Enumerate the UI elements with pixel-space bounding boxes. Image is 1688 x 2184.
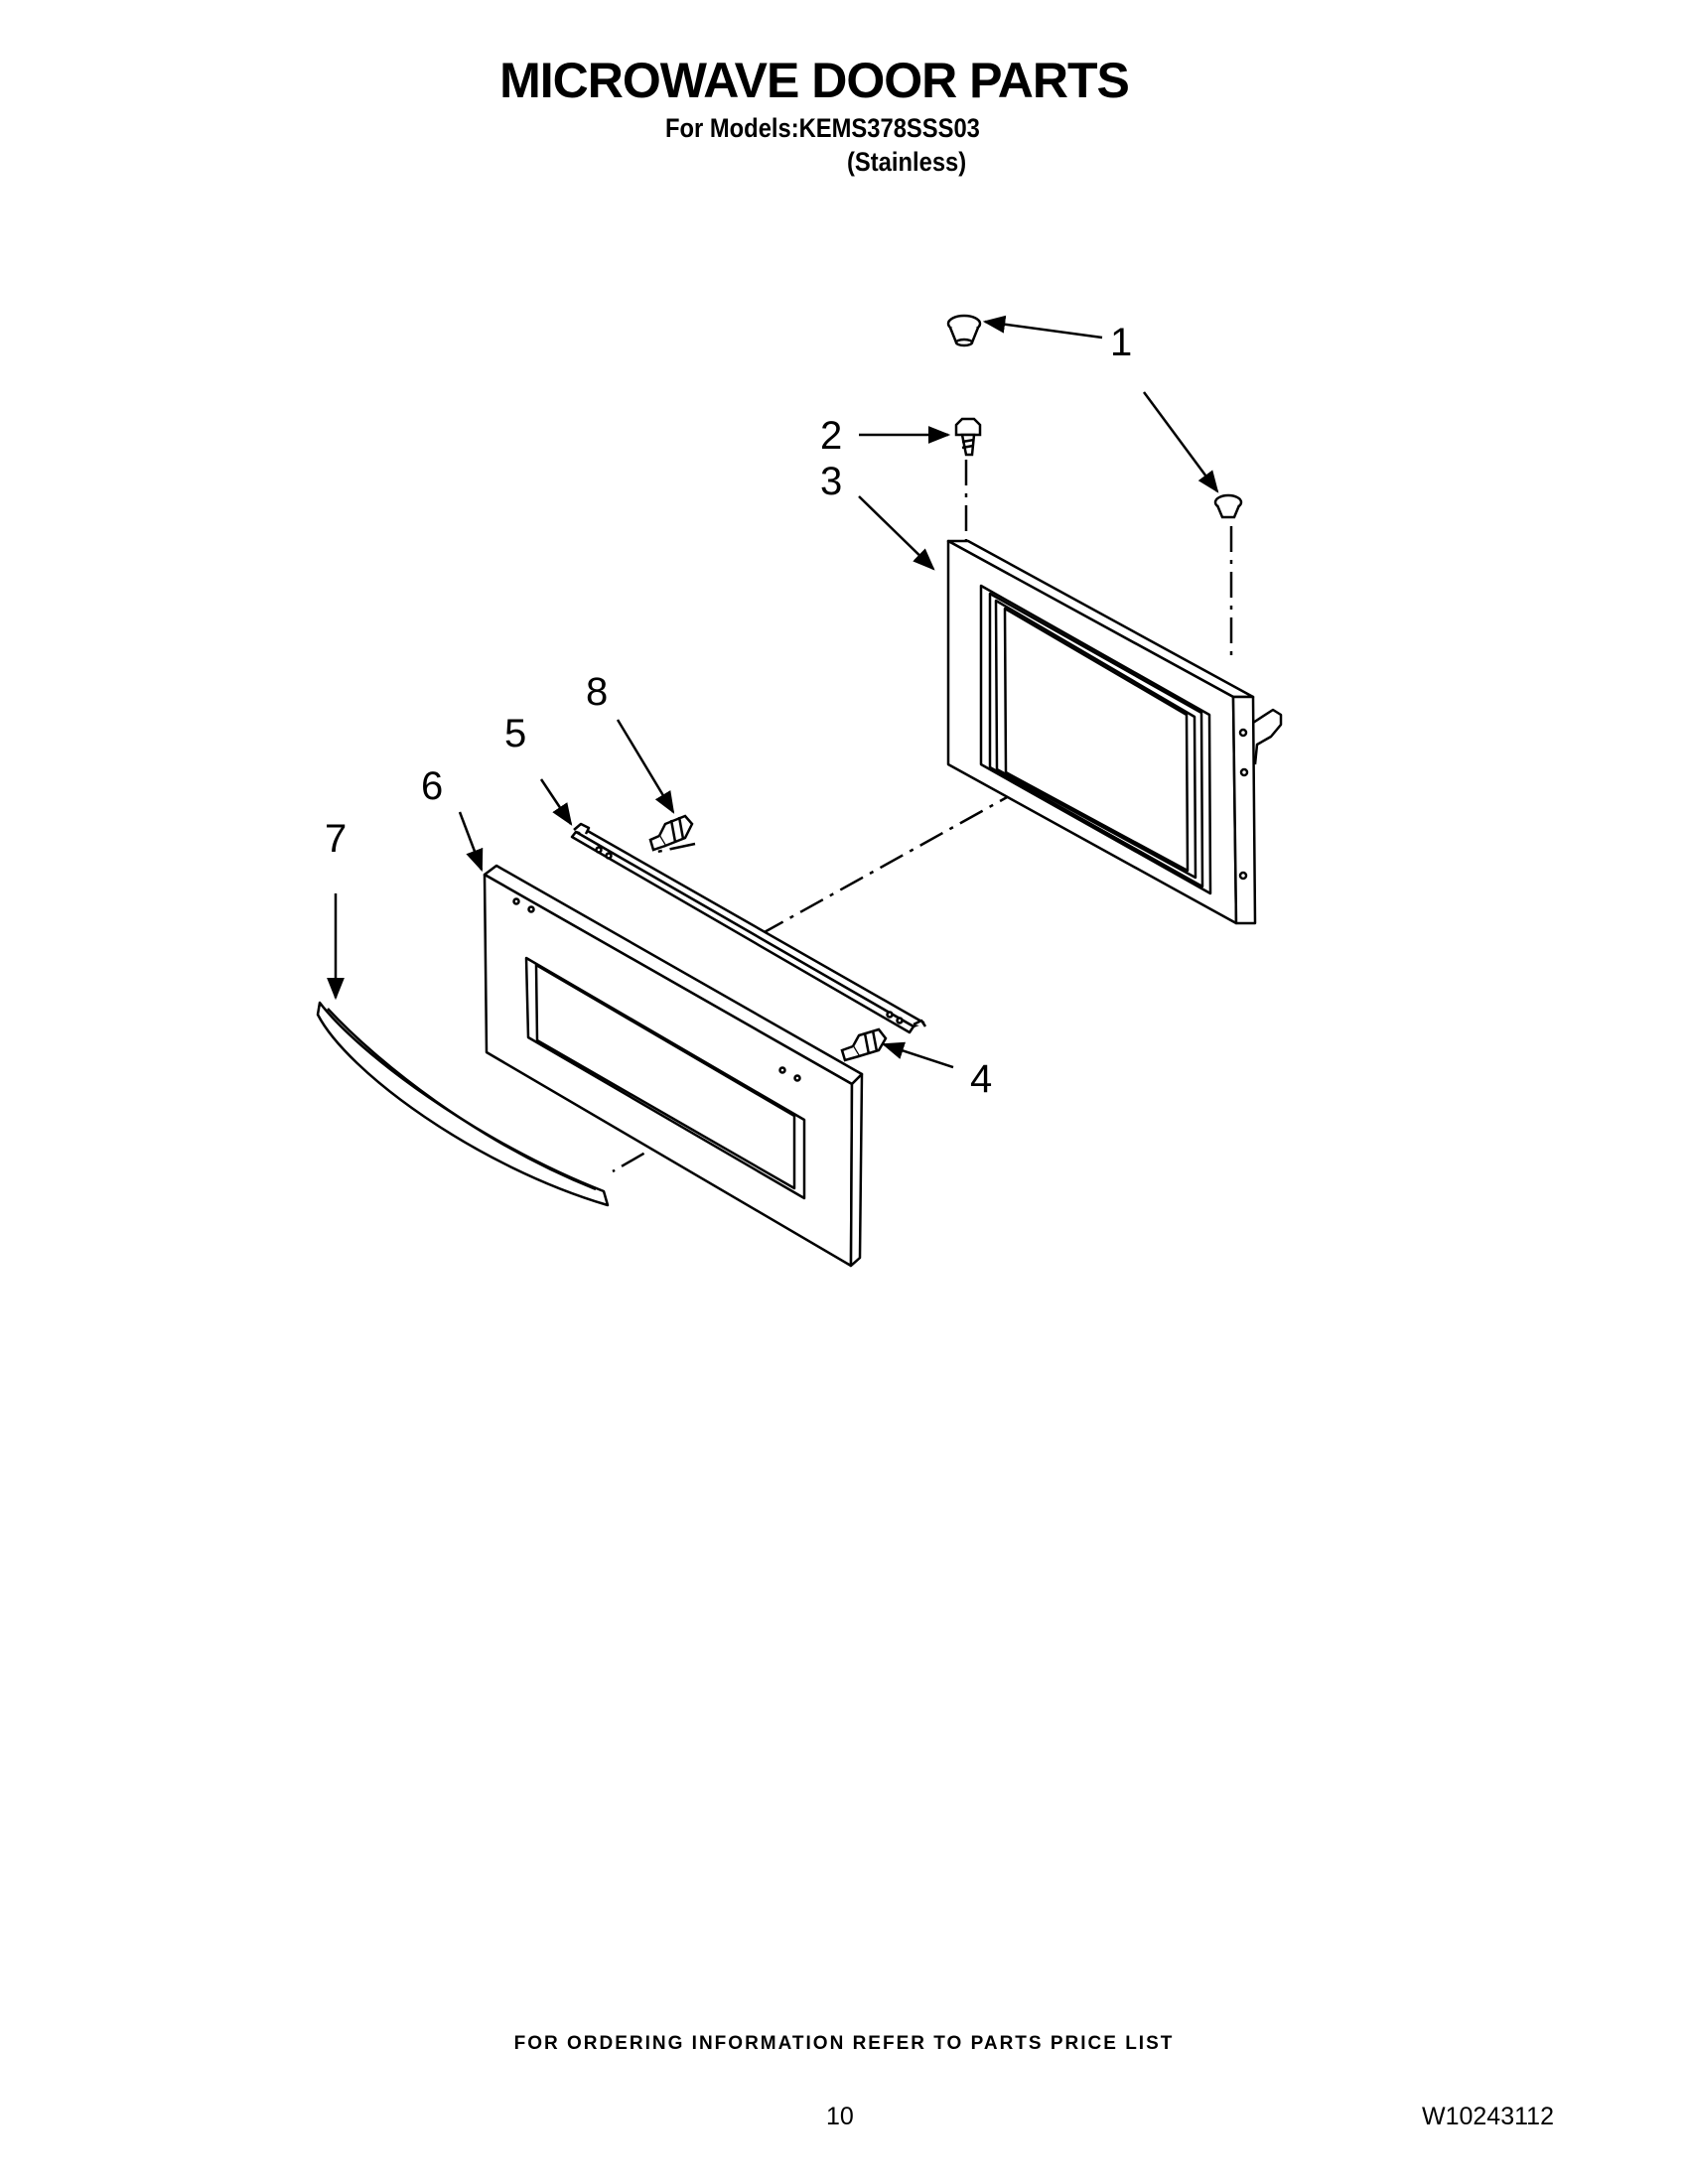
callout-4: 4: [970, 1057, 992, 1101]
callout-2: 2: [820, 414, 842, 458]
leader-arrows: [327, 315, 1219, 1069]
door-handle-part-7[interactable]: [316, 1001, 610, 1207]
page-title: MICROWAVE DOOR PARTS: [499, 53, 1130, 108]
callout-3: 3: [820, 460, 842, 503]
callout-5: 5: [504, 712, 526, 755]
callout-1: 1: [1110, 321, 1132, 364]
outer-door-panel-part-6[interactable]: [483, 864, 864, 1268]
screw-part-4[interactable]: [840, 1027, 888, 1062]
inner-door-frame-part-3[interactable]: [946, 539, 1283, 925]
callout-6: 6: [421, 764, 443, 808]
plug-part-1b[interactable]: [1213, 493, 1243, 519]
page-number: 10: [826, 2103, 854, 2130]
screw-part-2[interactable]: [954, 417, 982, 457]
callout-7: 7: [325, 817, 347, 861]
callout-8: 8: [586, 670, 608, 714]
screw-part-8[interactable]: [648, 814, 694, 852]
ordering-note: FOR ORDERING INFORMATION REFER TO PARTS …: [513, 2033, 1175, 2054]
model-line: For Models:KEMS378SSS03: [665, 113, 980, 143]
plug-part-1a[interactable]: [946, 314, 982, 347]
document-number: W10243112: [1422, 2103, 1554, 2130]
finish-label: (Stainless): [847, 147, 967, 177]
hinge-bar-part-5[interactable]: [570, 822, 927, 1034]
